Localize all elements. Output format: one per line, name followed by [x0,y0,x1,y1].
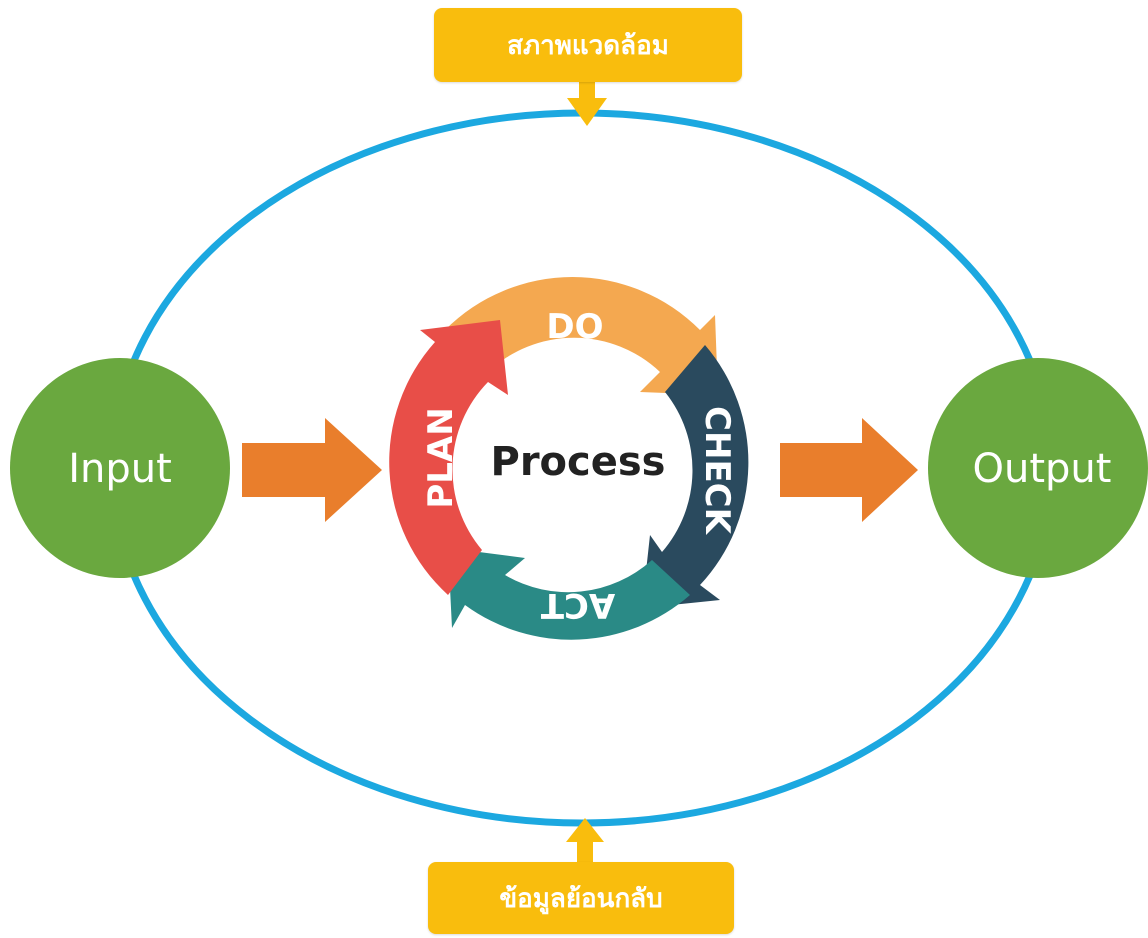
act-label: ACT [540,585,615,625]
pdca-cycle: DO CHECK ACT PLAN Process [389,277,749,640]
input-to-process-arrow [242,418,382,522]
do-label: DO [546,307,603,347]
environment-box: สภาพแวดล้อม [434,8,742,82]
plan-segment [389,320,508,595]
feedback-arrow [566,818,604,864]
output-node: Output [928,358,1148,578]
feedback-box: ข้อมูลย้อนกลับ [428,862,734,934]
environment-arrow [567,80,607,126]
output-label: Output [973,446,1112,492]
input-label: Input [68,446,172,492]
check-label: CHECK [697,406,737,536]
environment-label: สภาพแวดล้อม [507,30,669,61]
process-label: Process [491,439,666,485]
process-to-output-arrow [780,418,918,522]
do-segment [445,277,718,395]
plan-label: PLAN [421,407,461,508]
check-segment [642,345,749,608]
input-node: Input [10,358,230,578]
act-segment [448,548,690,640]
feedback-label: ข้อมูลย้อนกลับ [499,883,663,914]
